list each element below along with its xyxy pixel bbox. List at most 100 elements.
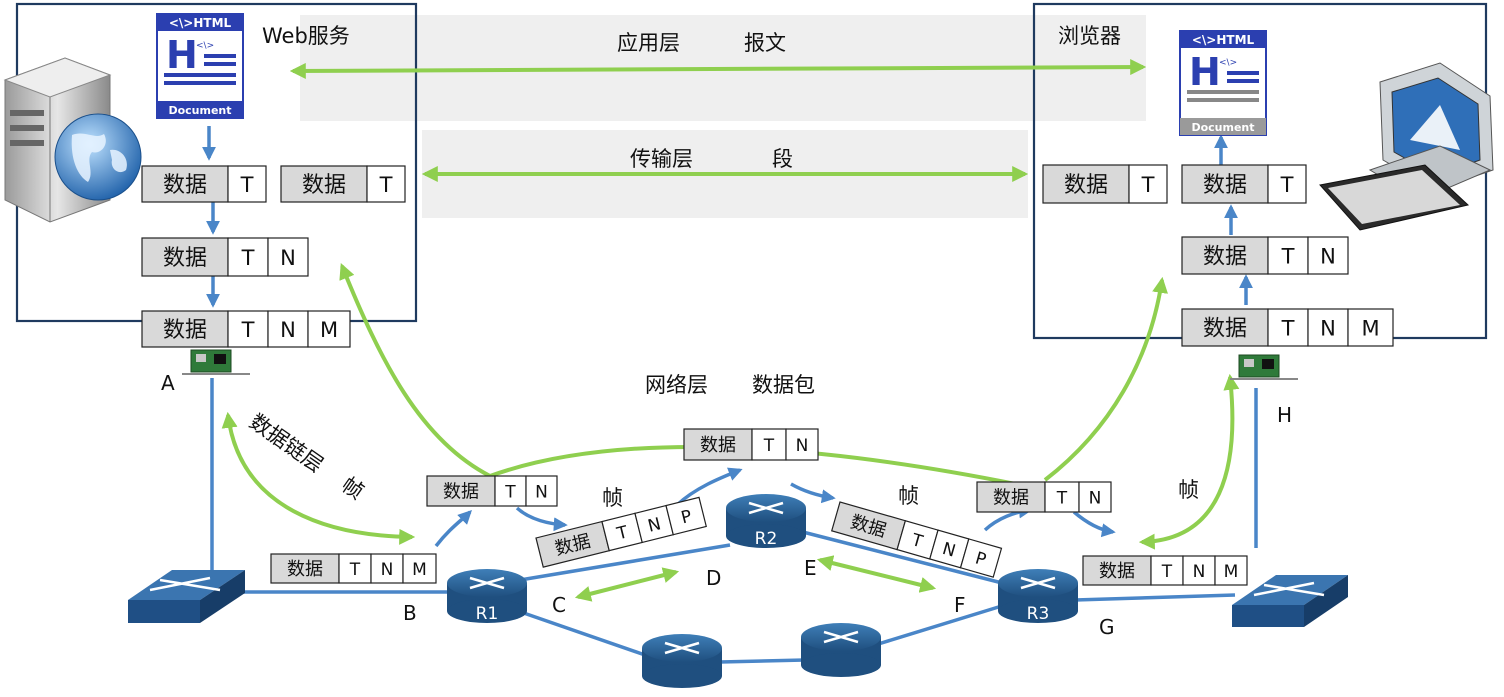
router-r2-label: R2 xyxy=(755,529,778,549)
packet-data-cell xyxy=(1181,236,1269,275)
right-datalink-arrow xyxy=(1138,373,1240,550)
packet-t-cell-label: T xyxy=(1281,244,1295,268)
svg-text:Document: Document xyxy=(168,104,231,117)
computer-icon xyxy=(1319,62,1494,231)
router-icon xyxy=(801,623,881,677)
packet-t-cell xyxy=(1267,164,1307,204)
packet-n-cell-label: N xyxy=(1320,316,1336,340)
node-d: D xyxy=(706,566,721,590)
network-layer-label: 网络层 xyxy=(645,373,708,397)
web-service-label: Web服务 xyxy=(262,24,350,48)
packet-n-cell-label: N xyxy=(535,482,548,502)
packet-t-cell xyxy=(1150,555,1184,586)
router-r1 xyxy=(447,569,527,623)
router-r2 xyxy=(726,494,806,548)
packet-n-cell xyxy=(1182,555,1216,586)
svg-text:<\>: <\> xyxy=(1219,58,1237,68)
network-unit-label: 数据包 xyxy=(752,373,815,397)
packet: 数据 T N xyxy=(976,481,1112,513)
packet-n-cell xyxy=(1078,481,1112,513)
packet-t-cell xyxy=(338,553,372,584)
packet-data-cell-label: 数据 xyxy=(443,481,479,502)
network-links xyxy=(210,378,1258,664)
router-icon xyxy=(642,634,722,688)
packet-t-cell-label: T xyxy=(1161,562,1173,582)
packet-data-cell-label: 数据 xyxy=(1203,173,1247,198)
nic-card-icon xyxy=(1230,354,1298,380)
datalink-unit-label: 帧 xyxy=(337,472,368,504)
packet-n-cell-label: N xyxy=(1089,488,1102,508)
packet-t-cell-label: T xyxy=(241,318,255,342)
switch-icon xyxy=(1232,575,1348,627)
packet-t-cell-label: T xyxy=(1281,316,1295,340)
packet-t-cell-label: T xyxy=(1056,488,1068,508)
packet-data-cell-label: 数据 xyxy=(993,487,1029,508)
packet-t-cell xyxy=(751,428,787,461)
packet-t-cell xyxy=(1267,308,1309,347)
packet-n-cell-label: N xyxy=(646,514,663,536)
frame-label: 帧 xyxy=(898,484,919,508)
nic-card-icon xyxy=(182,349,250,375)
packet-data-cell xyxy=(280,165,368,203)
packet-data-cell xyxy=(976,481,1046,513)
globe-icon xyxy=(54,113,142,201)
packet-data-cell-label: 数据 xyxy=(1203,244,1247,269)
packet-data-cell-label: 数据 xyxy=(163,246,207,271)
packet-data-cell xyxy=(1042,164,1130,204)
packet-t-cell-label: T xyxy=(1141,173,1155,197)
router-r3-label: R3 xyxy=(1027,604,1050,624)
packet-n-cell xyxy=(267,310,309,348)
cd-arrow xyxy=(574,567,680,602)
packet-t-cell xyxy=(494,475,527,507)
packet-data-cell-label: 数据 xyxy=(163,318,207,343)
packet-n-cell xyxy=(525,475,558,507)
ef-arrow xyxy=(816,555,937,593)
packet-t-cell-label: T xyxy=(504,482,516,502)
packet-data-cell xyxy=(1181,164,1269,204)
packet-t-cell-label: T xyxy=(614,522,630,544)
packet-t-cell-label: T xyxy=(1280,173,1294,197)
packet-n-cell-label: N xyxy=(280,318,296,342)
packet-n-cell-label: N xyxy=(381,560,394,580)
packet-t-cell xyxy=(227,237,269,277)
node-e: E xyxy=(804,556,817,580)
packet-m-cell xyxy=(307,310,351,348)
blue-arrows xyxy=(202,126,1253,548)
packet-t-cell-label: T xyxy=(240,173,254,197)
packet-m-cell-label: M xyxy=(320,318,338,342)
node-f: F xyxy=(954,593,966,617)
packet-n-cell xyxy=(785,428,819,461)
packet-t-cell xyxy=(1128,164,1168,204)
svg-text:<\>: <\> xyxy=(196,41,214,51)
node-a: A xyxy=(161,371,175,395)
left-datalink-arrow xyxy=(221,411,416,545)
packet-data-cell-label: 数据 xyxy=(1203,316,1247,341)
right-network-arrow xyxy=(1043,276,1169,482)
svg-text:<\>HTML: <\>HTML xyxy=(1192,33,1255,47)
packet-t-cell-label: T xyxy=(763,436,775,456)
packet-m-cell xyxy=(1214,555,1248,586)
packet-data-cell xyxy=(141,310,229,348)
packet: 数据 T xyxy=(1181,164,1307,204)
node-h: H xyxy=(1277,403,1292,427)
node-g: G xyxy=(1099,615,1115,639)
packet-n-cell xyxy=(1307,236,1349,275)
app-unit-label: 报文 xyxy=(744,31,786,55)
datalink-layer-label: 数据链层 xyxy=(245,409,328,477)
router-r1-label: R1 xyxy=(476,604,499,624)
packet-n-cell-label: N xyxy=(940,539,958,562)
packet-data-cell-label: 数据 xyxy=(1099,561,1135,582)
